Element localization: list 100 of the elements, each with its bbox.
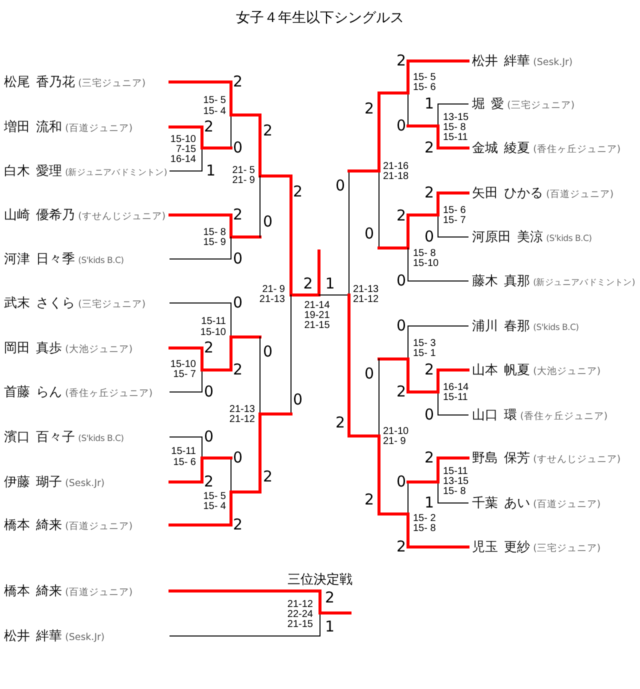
game-score: 15-10 [170, 135, 196, 145]
match-score: 0 [396, 318, 406, 334]
club-name: (百道ジュニア) [546, 188, 614, 201]
match-score: 0 [204, 430, 214, 444]
match-score: 2 [263, 124, 273, 138]
match-score: 2 [396, 54, 406, 68]
game-score: 21-13 [353, 285, 379, 295]
game-score: 7-15 [176, 145, 196, 155]
match-score: 1 [206, 164, 216, 178]
game-score: 15- 6 [443, 206, 466, 216]
game-score: 15- 7 [173, 370, 196, 380]
match-score: 2 [364, 492, 374, 508]
match-score: 0 [233, 252, 243, 266]
club-name: (すせんじジュニア) [78, 210, 166, 223]
club-name: (百道ジュニア) [65, 122, 133, 135]
player-name: 松井 絆華 [4, 628, 62, 645]
section-heading: 三位決定戦 [288, 574, 352, 586]
game-score: 15- 7 [443, 216, 466, 226]
game-score: 15-11 [443, 133, 468, 143]
game-score: 15- 8 [443, 487, 466, 497]
game-score: 21-12 [353, 295, 379, 305]
match-score: 0 [424, 408, 434, 422]
game-score: 21-12 [229, 415, 255, 425]
club-name: (百道ジュニア) [65, 520, 133, 533]
club-name: (Sesk.Jr) [65, 632, 105, 643]
match-score: 2 [364, 102, 374, 116]
player-name: 藤木 真那 [472, 273, 530, 290]
match-score: 0 [233, 140, 243, 156]
game-score: 15- 3 [413, 339, 436, 349]
game-score: 15- 8 [203, 228, 226, 238]
match-score: 0 [233, 296, 243, 310]
match-score: 2 [335, 416, 345, 430]
match-score: 1 [325, 620, 335, 634]
match-score: 2 [424, 450, 434, 466]
match-score: 0 [263, 344, 273, 360]
match-score: 2 [204, 474, 214, 490]
game-score: 21-10 [383, 427, 409, 437]
player-name: 児玉 更紗 [472, 539, 530, 556]
player-name: 増田 流和 [4, 118, 62, 136]
game-score: 21-13 [229, 405, 255, 415]
game-score: 21-13 [259, 295, 285, 305]
game-score: 21-16 [383, 162, 409, 172]
club-name: (三宅ジュニア) [533, 542, 601, 555]
game-score: 15-11 [443, 393, 468, 403]
club-name: (S'kids B.C) [533, 323, 579, 333]
match-score: 1 [325, 276, 335, 292]
match-score: 0 [233, 450, 243, 466]
match-score: 2 [233, 208, 243, 222]
game-score: 21- 9 [232, 176, 255, 186]
match-score: 0 [424, 230, 434, 244]
player-name: 橋本 綺来 [4, 517, 62, 534]
match-score: 2 [396, 208, 406, 224]
game-score: 15-10 [200, 328, 226, 338]
game-score: 15- 9 [203, 238, 226, 248]
player-name: 河原田 美涼 [472, 229, 544, 246]
match-score: 0 [396, 474, 406, 490]
match-score: 2 [204, 120, 214, 134]
game-score: 15-11 [443, 467, 468, 477]
game-score: 21- 9 [262, 285, 285, 295]
game-score: 21- 9 [383, 437, 406, 447]
player-name: 矢田 ひかる [472, 185, 544, 202]
match-score: 2 [303, 276, 313, 292]
club-name: (S'kids B.C) [78, 434, 124, 444]
player-name: 橋本 綺来 [4, 583, 62, 600]
match-score: 2 [396, 540, 406, 554]
club-name: (大池ジュニア) [533, 365, 601, 378]
match-score: 2 [233, 74, 243, 90]
club-name: (新ジュニアバドミントン) [533, 277, 635, 289]
club-name: (新ジュニアバドミントン) [65, 167, 167, 179]
game-score: 21-15 [304, 321, 330, 331]
match-score: 0 [204, 384, 214, 400]
game-score: 15- 4 [203, 502, 226, 512]
game-score: 15- 4 [203, 107, 226, 117]
match-score: 2 [204, 340, 214, 356]
club-name: (大池ジュニア) [65, 343, 133, 356]
match-score: 2 [424, 362, 434, 378]
club-name: (三宅ジュニア) [507, 99, 575, 112]
player-name: 濱口 百々子 [4, 429, 76, 446]
match-score: 0 [335, 178, 345, 194]
match-score: 0 [396, 118, 406, 134]
club-name: (S'kids B.C) [78, 256, 124, 266]
game-score: 22-24 [287, 610, 313, 620]
club-name: (S'kids B.C) [546, 234, 592, 244]
game-score: 15- 8 [413, 524, 436, 534]
chart-title: 女子４年生以下シングルス [235, 9, 405, 27]
game-score: 16-14 [170, 155, 196, 165]
match-score: 0 [263, 214, 273, 230]
game-score: 15- 5 [203, 492, 226, 502]
game-score: 21-15 [287, 620, 313, 630]
player-name: 松井 絆華 [472, 53, 530, 70]
game-score: 15- 6 [173, 458, 196, 468]
match-score: 2 [233, 518, 243, 532]
club-name: (三宅ジュニア) [78, 77, 146, 90]
club-name: (三宅ジュニア) [78, 298, 146, 311]
match-score: 2 [325, 590, 335, 606]
player-name: 金城 綾夏 [472, 140, 530, 157]
game-score: 15- 2 [413, 514, 436, 524]
player-name: 岡田 真歩 [4, 340, 62, 357]
game-score: 15- 5 [413, 73, 436, 83]
game-score: 13-15 [443, 477, 469, 487]
